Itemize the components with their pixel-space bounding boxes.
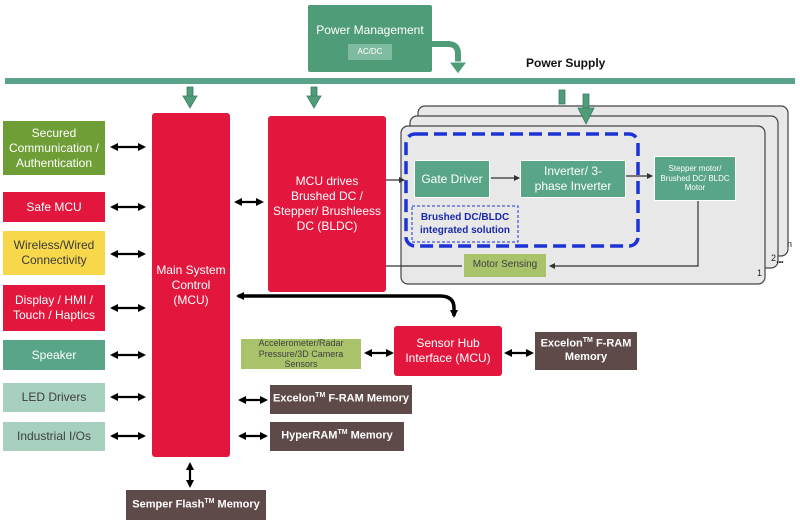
motor-sensing-block: Motor Sensing bbox=[464, 254, 546, 277]
led-drivers-block: LED Drivers bbox=[3, 383, 105, 412]
power-management-title: Power Management bbox=[316, 23, 424, 37]
power-management-block: Power Management AC/DC bbox=[308, 5, 432, 72]
panel-signal-arrows bbox=[386, 173, 699, 269]
excelon-main-memory-block: ExcelonTM F-RAM Memory bbox=[270, 385, 412, 414]
bus-down-arrows bbox=[182, 86, 595, 125]
semper-name: Semper Flash bbox=[132, 498, 205, 511]
stack-label-dots: ... bbox=[776, 252, 784, 266]
gate-driver-block: Gate Driver bbox=[414, 160, 490, 198]
integrated-dashed-box bbox=[404, 132, 640, 248]
integrated-solution-label: Brushed DC/BLDC integrated solution bbox=[420, 212, 510, 236]
inverter-block: Inverter/ 3-phase Inverter bbox=[520, 160, 626, 198]
excelon-hub-name: Excelon bbox=[540, 337, 583, 350]
stack-label-2: 2 bbox=[771, 253, 777, 263]
display-hmi-block: Display / HMI / Touch / Haptics bbox=[3, 285, 105, 331]
excelon-main-suffix: F-RAM Memory bbox=[325, 392, 410, 405]
excelon-hub-suffix: F-RAM Memory bbox=[564, 337, 632, 364]
integrated-label-box bbox=[411, 205, 519, 243]
power-supply-label: Power Supply bbox=[526, 56, 606, 70]
safe-mcu-block: Safe MCU bbox=[3, 192, 105, 222]
speaker-block: Speaker bbox=[3, 340, 105, 370]
hyperram-tm: TM bbox=[337, 429, 348, 437]
left-link-arrows bbox=[110, 143, 534, 488]
acdc-badge: AC/DC bbox=[347, 44, 393, 60]
industrial-ios-block: Industrial I/Os bbox=[3, 422, 105, 451]
hyperram-memory-block: HyperRAMTM Memory bbox=[270, 422, 404, 451]
stack-label-n: n bbox=[787, 239, 793, 249]
semper-tm: TM bbox=[204, 497, 215, 505]
sensors-block: Accelerometer/Radar Pressure/3D Camera S… bbox=[241, 338, 361, 369]
excelon-main-tm: TM bbox=[315, 392, 326, 400]
main-system-control-block: Main System Control (MCU) bbox=[152, 113, 230, 457]
stack-label-1: 1 bbox=[757, 268, 763, 278]
mcu-drives-block: MCU drives Brushed DC / Stepper/ Brushle… bbox=[268, 116, 386, 292]
excelon-hub-tm: TM bbox=[582, 336, 593, 344]
main-to-hub-arrow bbox=[236, 292, 458, 318]
panel-1 bbox=[400, 125, 766, 285]
excelon-hub-memory-block: ExcelonTM F-RAM Memory bbox=[535, 332, 637, 370]
hyperram-name: HyperRAM bbox=[281, 429, 338, 442]
sensor-hub-block: Sensor Hub Interface (MCU) bbox=[394, 326, 502, 376]
motor-block: Stepper motor/ Brushed DC/ BLDC Motor bbox=[654, 156, 736, 201]
semper-suffix: Memory bbox=[214, 498, 260, 511]
hyperram-suffix: Memory bbox=[347, 429, 393, 442]
wireless-connectivity-block: Wireless/Wired Connectivity bbox=[3, 231, 105, 275]
secured-communication-block: Secured Communication / Authentication bbox=[3, 121, 105, 175]
power-bus bbox=[5, 78, 795, 84]
power-curve-arrow bbox=[432, 41, 461, 64]
semper-flash-memory-block: Semper FlashTM Memory bbox=[126, 490, 266, 520]
excelon-main-name: Excelon bbox=[272, 392, 316, 405]
